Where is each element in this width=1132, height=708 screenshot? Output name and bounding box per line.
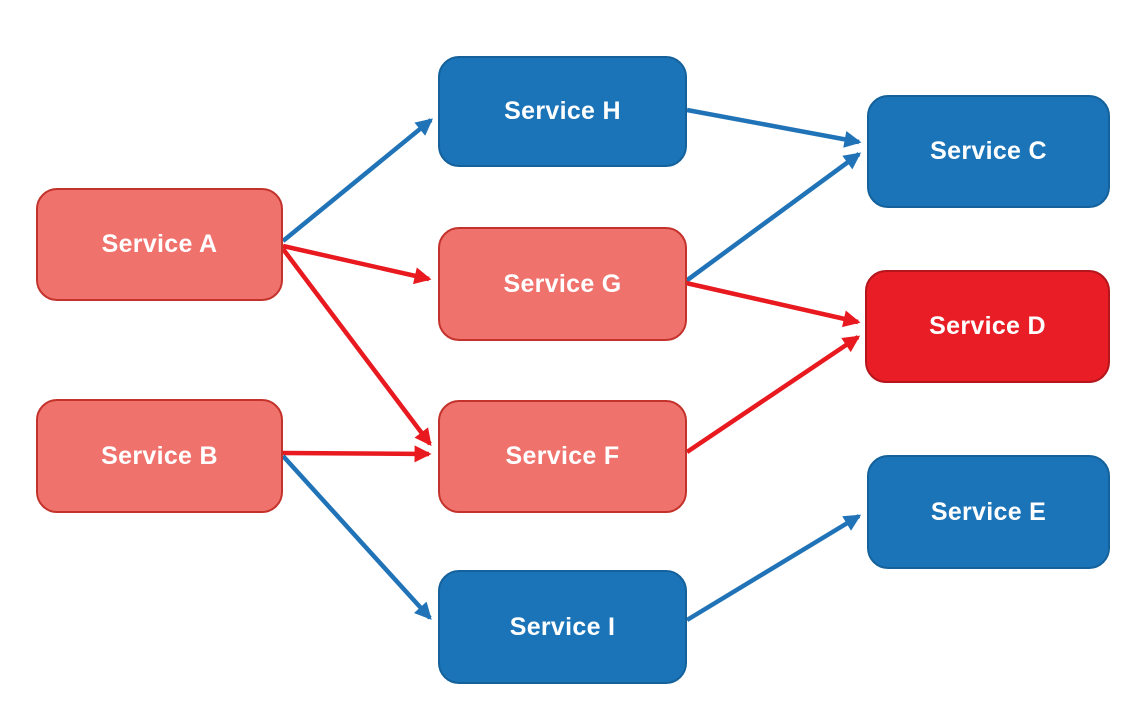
- node-service-e: Service E: [867, 455, 1110, 569]
- edge-service-b-to-service-f: [282, 445, 432, 463]
- node-service-b: Service B: [36, 399, 283, 513]
- node-label: Service D: [929, 312, 1046, 340]
- node-service-c: Service C: [867, 95, 1110, 208]
- edge-service-f-to-service-d: [685, 335, 861, 454]
- node-service-a: Service A: [36, 188, 283, 301]
- node-label: Service A: [101, 230, 218, 258]
- edge-service-g-to-service-c: [684, 152, 862, 283]
- node-label: Service H: [504, 97, 621, 125]
- node-service-h: Service H: [438, 56, 687, 167]
- node-label: Service C: [930, 137, 1047, 165]
- edge-service-a-to-service-h: [281, 118, 433, 243]
- node-label: Service F: [505, 442, 620, 470]
- node-label: Service B: [101, 441, 218, 470]
- node-service-f: Service F: [438, 400, 687, 513]
- edge-service-b-to-service-i: [281, 454, 432, 620]
- edge-service-h-to-service-c: [686, 107, 862, 148]
- edge-service-a-to-service-f: [281, 247, 432, 447]
- node-label: Service I: [509, 612, 616, 641]
- node-label: Service E: [930, 497, 1047, 526]
- node-service-d: Service D: [865, 270, 1110, 383]
- edge-service-i-to-service-e: [685, 514, 862, 622]
- edge-service-g-to-service-d: [685, 280, 861, 328]
- node-service-g: Service G: [438, 227, 687, 341]
- edge-service-a-to-service-g: [282, 243, 432, 285]
- node-service-i: Service I: [438, 570, 687, 684]
- node-label: Service G: [503, 269, 622, 298]
